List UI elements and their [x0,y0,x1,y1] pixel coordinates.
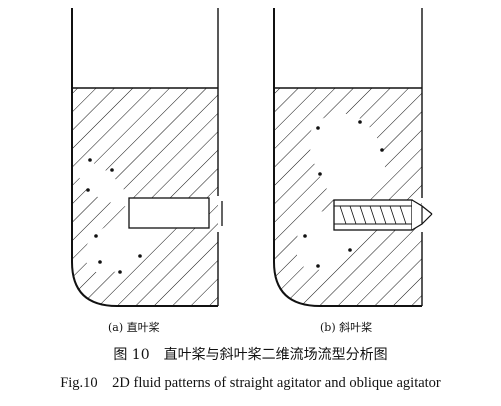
panel-b-vessel-wall [273,8,422,307]
panel-b [273,8,433,307]
panel-b-oblique-blade [333,199,433,231]
panel-b-hatched-fluid [274,88,422,306]
flow-pattern-diagram [71,8,433,307]
panel-a-straight-blade [128,197,210,229]
figure-caption-chinese: 图 10 直叶桨与斜叶桨二维流场流型分析图 [113,347,388,363]
figure-caption-english: Fig.10 2D fluid patterns of straight agi… [60,375,441,391]
panel-a-flow-loops [86,158,142,274]
panel-a [71,8,223,307]
panel-a-caption: (a) 直叶桨 [108,321,160,334]
panel-b-flow-loops [303,120,384,268]
panel-a-vessel-wall [71,8,218,307]
panel-b-caption: (b) 斜叶桨 [320,321,373,334]
panel-a-hatched-fluid [72,88,218,306]
